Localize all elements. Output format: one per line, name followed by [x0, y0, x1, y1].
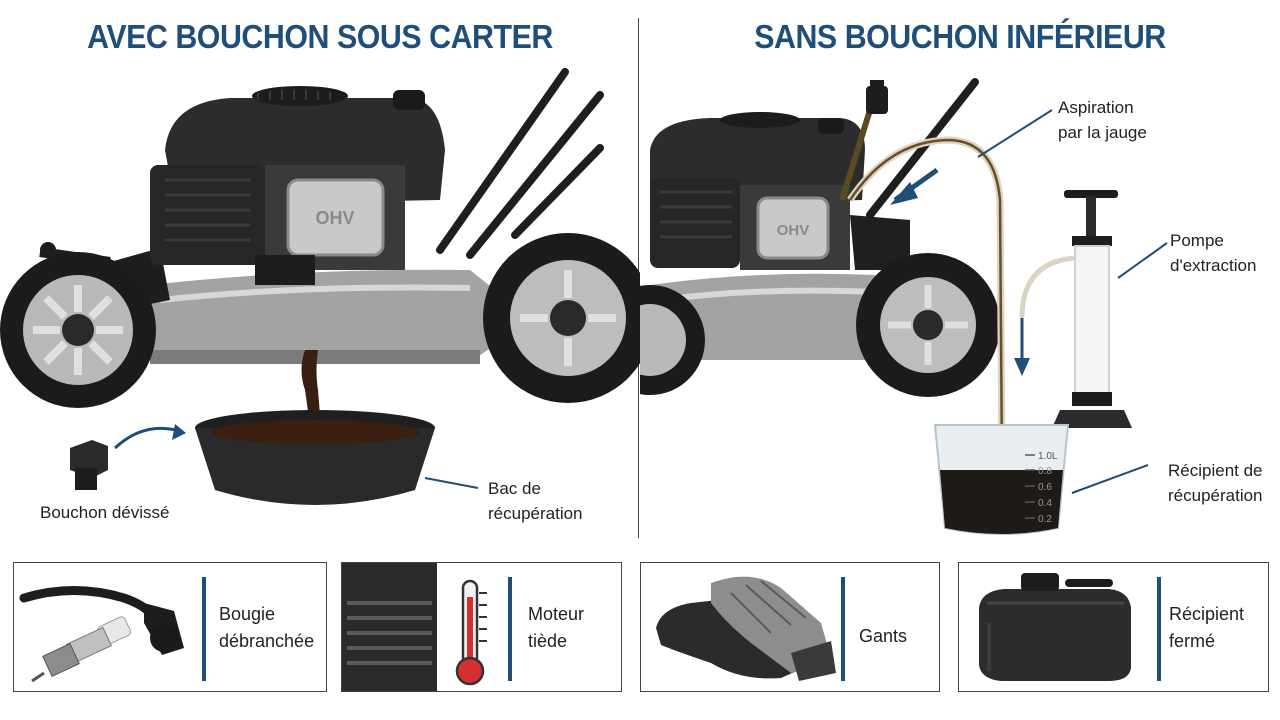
drain-plug-icon — [70, 440, 108, 490]
suction-label: Aspiration par la jauge — [1058, 98, 1147, 142]
pan-leader — [424, 477, 479, 489]
beaker-tick-5: 0.2 — [1038, 514, 1052, 525]
right-scene: OHV 1. — [640, 78, 1168, 535]
left-scene: OHV — [0, 68, 640, 505]
card-gloves: Gants — [640, 562, 940, 692]
card-label-warm-engine: Moteur tiède — [528, 604, 585, 651]
right-panel-title: SANS BOUCHON INFÉRIEUR — [754, 18, 1166, 55]
closed-container-icon — [979, 573, 1131, 681]
beaker-tick-1: 1.0L — [1038, 451, 1058, 462]
pump-label: Pompe d'extraction — [1170, 231, 1257, 275]
extraction-pump — [1019, 190, 1132, 428]
card-separator — [508, 577, 512, 681]
front-wheel-right — [640, 285, 705, 395]
card-spark-plug: Bougie débranchée — [13, 562, 327, 692]
spark-plug-icon — [19, 586, 184, 683]
beaker-tick-3: 0.6 — [1038, 482, 1052, 493]
thermometer-icon — [342, 563, 487, 691]
pan-label: Bac de récupération — [488, 479, 583, 523]
mower-deck-right — [645, 273, 895, 360]
card-label-spark-plug: Bougie débranchée — [219, 604, 315, 651]
mower-deck — [39, 242, 495, 364]
gloves-icon — [656, 576, 836, 681]
card-separator — [841, 577, 845, 681]
container-label: Récipient de récupération — [1168, 461, 1263, 505]
card-separator — [202, 577, 206, 681]
suction-leader — [977, 109, 1053, 158]
rear-wheel-right — [856, 253, 1000, 397]
card-closed-container: Récipient fermé — [958, 562, 1269, 692]
plug-label: Bouchon dévissé — [40, 503, 170, 522]
recovery-beaker: 1.0L 0.8 0.6 0.4 0.2 — [933, 424, 1070, 535]
left-panel-title: AVEC BOUCHON SOUS CARTER — [87, 18, 553, 55]
rear-wheel — [483, 233, 640, 403]
pump-leader — [1117, 242, 1168, 279]
dipstick-icon — [839, 80, 888, 201]
ohv-badge-right: OHV — [777, 222, 810, 239]
card-separator — [1157, 577, 1161, 681]
front-wheel — [0, 252, 156, 408]
beaker-tick-4: 0.4 — [1038, 498, 1052, 509]
drain-pan — [195, 410, 435, 505]
mower-handle — [436, 68, 604, 259]
ohv-badge: OHV — [315, 208, 354, 228]
card-warm-engine: Moteur tiède — [341, 562, 622, 692]
mower-engine-right: OHV — [650, 112, 910, 270]
card-label-closed-container: Récipient fermé — [1169, 604, 1245, 651]
card-label-gloves: Gants — [859, 626, 908, 646]
beaker-tick-2: 0.8 — [1038, 466, 1052, 477]
container-leader — [1071, 464, 1149, 494]
mower-engine: OHV — [150, 86, 445, 285]
mower-handle-right — [866, 78, 979, 219]
